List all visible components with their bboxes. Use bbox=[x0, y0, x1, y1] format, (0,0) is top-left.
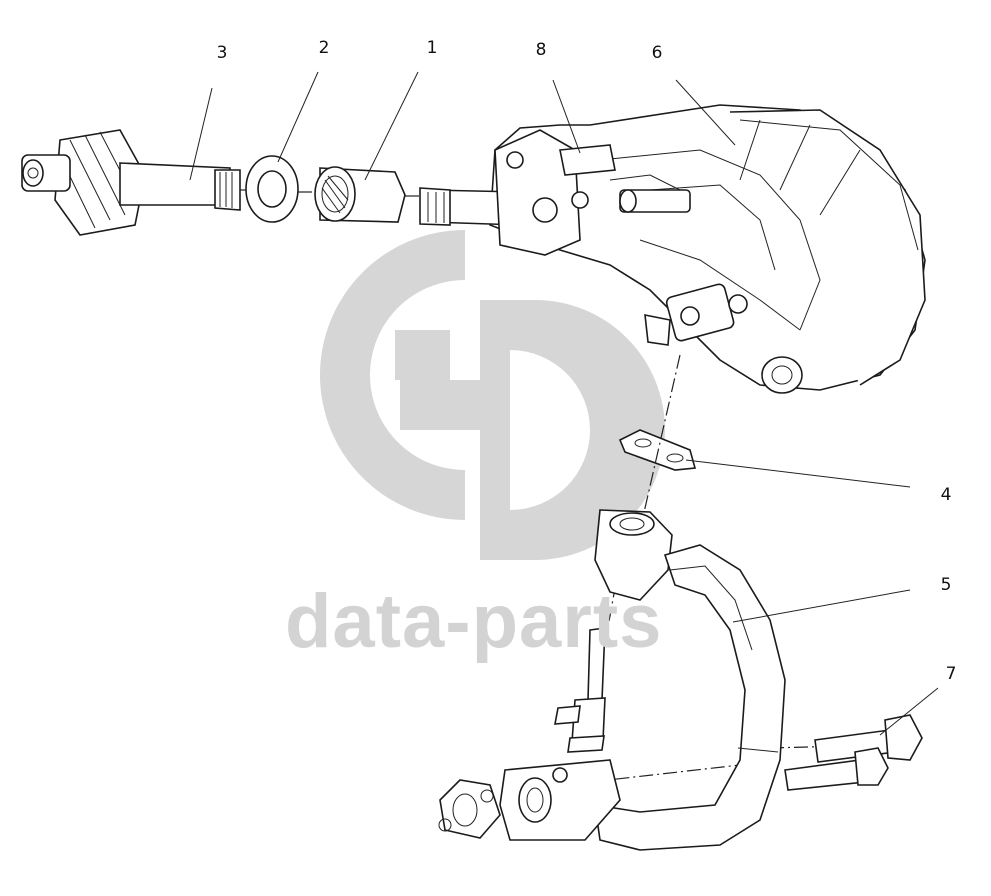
flange-gasket bbox=[438, 779, 501, 839]
leader-4 bbox=[685, 459, 911, 488]
part-1-coupling-sleeve bbox=[298, 166, 420, 223]
vertical-bolts bbox=[554, 627, 606, 753]
leader-3 bbox=[189, 87, 213, 181]
callout-5: 5 bbox=[940, 575, 952, 595]
leader-lines bbox=[189, 71, 939, 736]
part-8-pump-gear-shaft bbox=[419, 129, 691, 256]
callout-7: 7 bbox=[945, 664, 957, 684]
part-4-gasket bbox=[618, 429, 697, 471]
callout-4: 4 bbox=[940, 485, 952, 505]
callout-2: 2 bbox=[318, 38, 330, 58]
callout-6: 6 bbox=[651, 43, 663, 63]
leader-1 bbox=[364, 71, 419, 181]
callout-1: 1 bbox=[426, 38, 438, 58]
callout-8: 8 bbox=[535, 40, 547, 60]
part-7-flange-bolts bbox=[784, 714, 923, 791]
part-2-thrust-washer bbox=[240, 155, 299, 223]
watermark-logo bbox=[320, 230, 665, 560]
part-3-drive-gear-shaft bbox=[21, 129, 241, 236]
leader-2 bbox=[277, 71, 319, 163]
leader-6 bbox=[675, 79, 736, 146]
callout-3: 3 bbox=[216, 43, 228, 63]
part-5-suction-pipe bbox=[499, 509, 786, 851]
watermark-text: data-parts bbox=[285, 579, 663, 664]
leader-5 bbox=[732, 589, 911, 623]
leader-8 bbox=[552, 79, 581, 154]
leader-7 bbox=[879, 687, 939, 736]
part-6-oil-pump-body bbox=[489, 104, 926, 394]
